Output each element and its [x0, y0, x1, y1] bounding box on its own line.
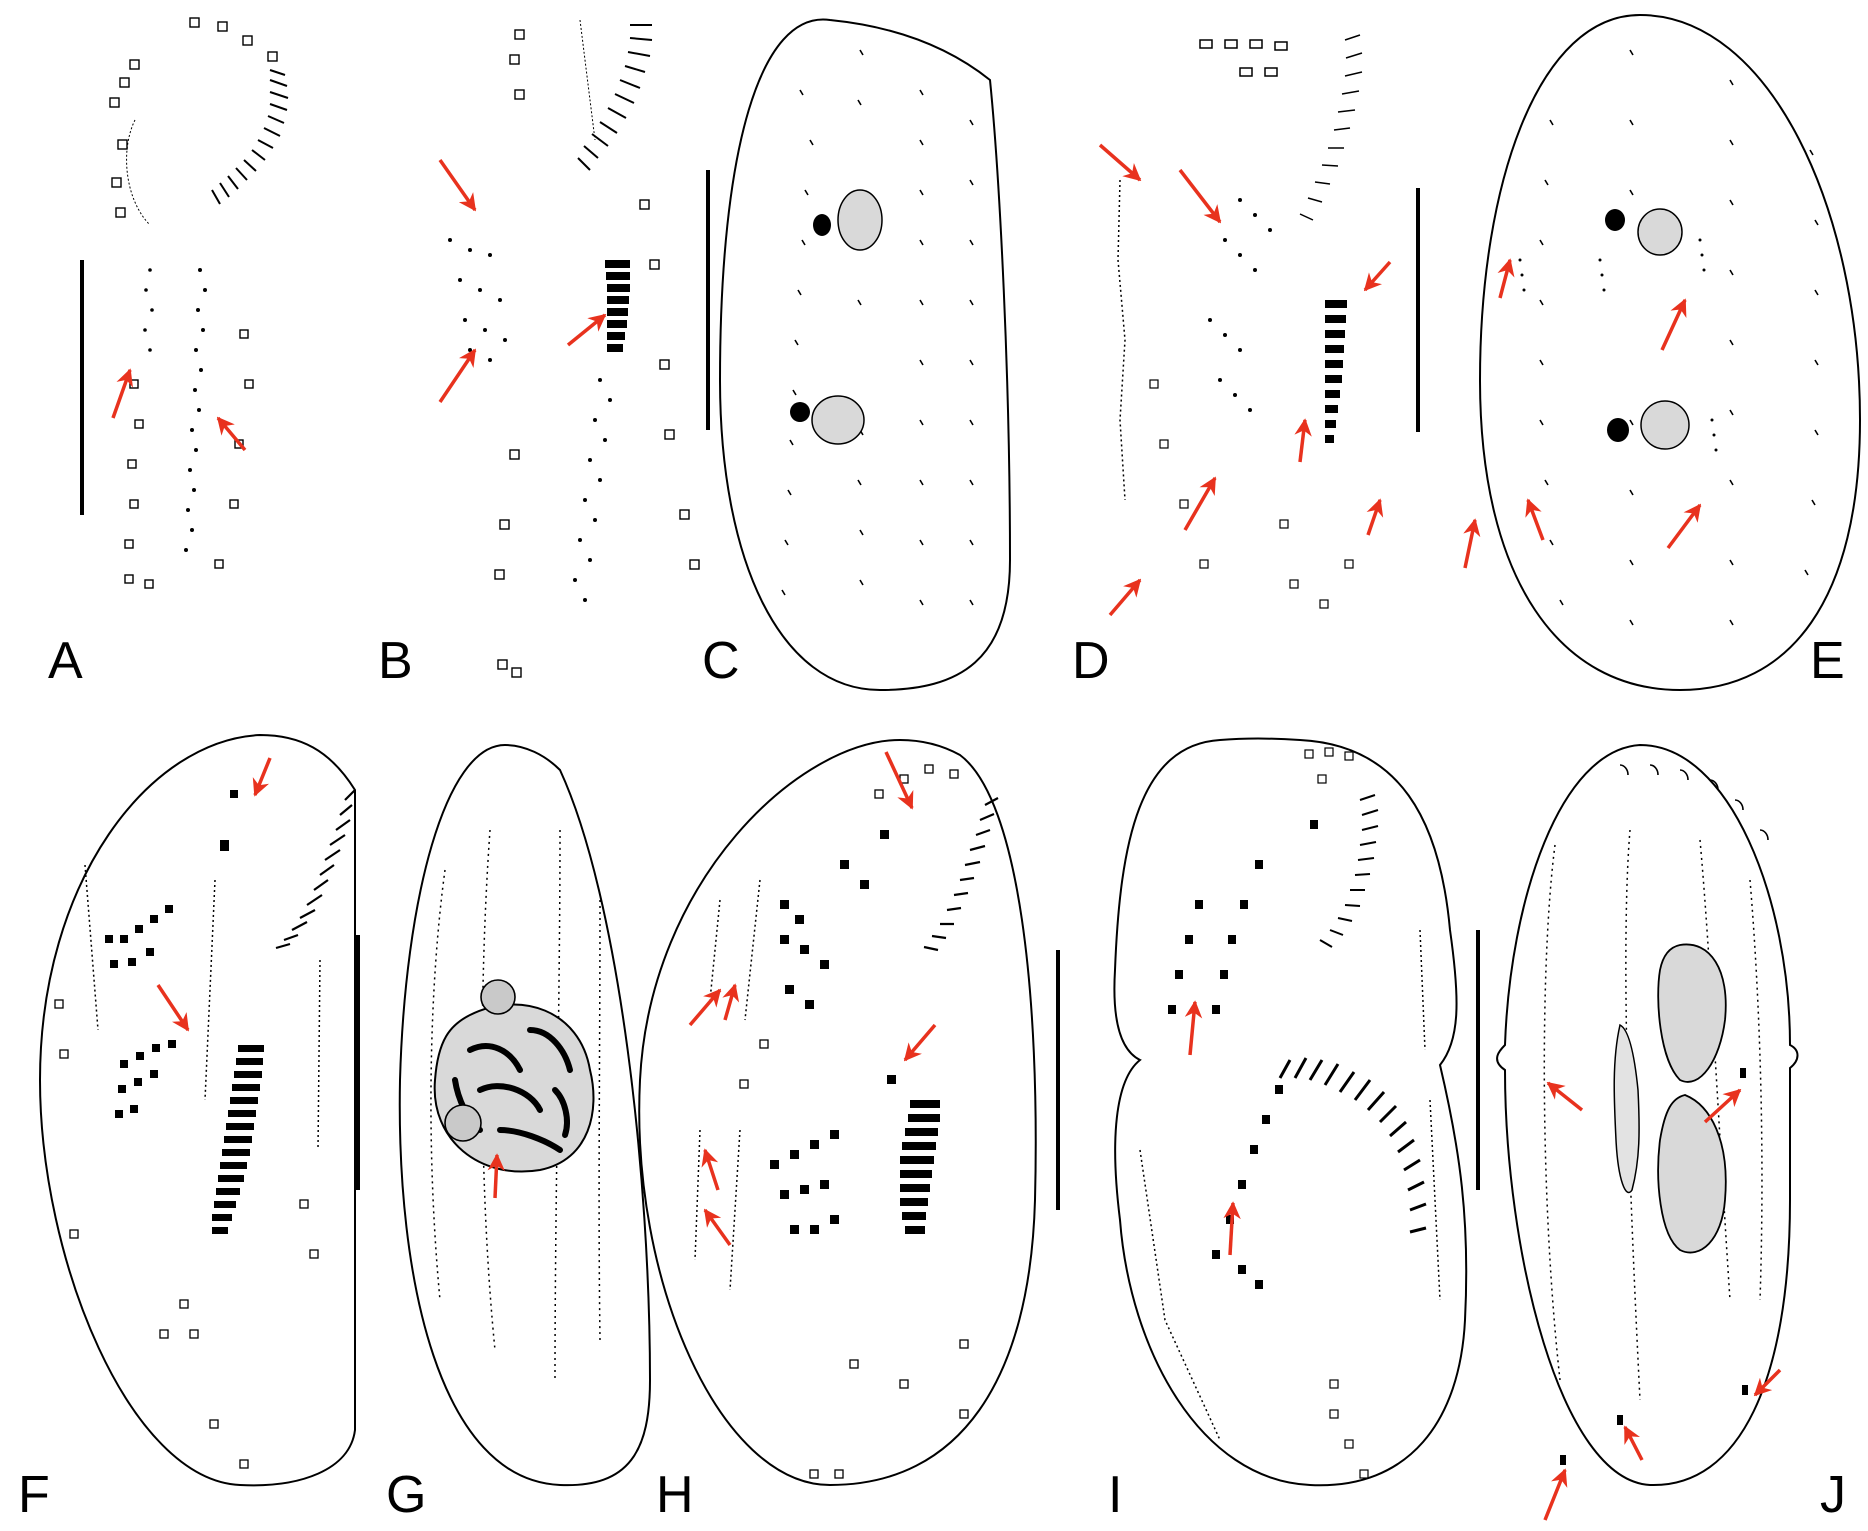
panel-label-j: J	[1820, 1466, 1846, 1524]
cirral-rows	[105, 790, 238, 1118]
arrowhead-icon	[688, 983, 937, 1247]
macronucleus	[811, 395, 865, 445]
panel-label-h: H	[656, 1466, 694, 1524]
cirral-rows	[770, 830, 896, 1234]
dorsal-kineties	[1539, 49, 1819, 626]
arrowhead-icon	[1098, 143, 1392, 617]
dividing-micronucleus	[1613, 1023, 1640, 1194]
buccal-cirri	[605, 260, 630, 352]
micronucleus	[790, 402, 810, 422]
panel-g: G	[386, 743, 652, 1524]
panel-b: B	[378, 19, 700, 690]
arrow-icon	[1184, 1000, 1241, 1256]
micronucleus	[1607, 418, 1629, 442]
panel-label-b: B	[378, 632, 413, 690]
arrowhead-icon	[1543, 1368, 1782, 1521]
arrowhead-icon	[566, 313, 607, 347]
cirral-rows	[1208, 198, 1272, 412]
cell-outline	[1496, 743, 1799, 1487]
panel-label-i: I	[1108, 1466, 1122, 1524]
dorsal-kineties	[1543, 829, 1763, 1401]
arrow-icon	[1463, 258, 1702, 569]
dorsal-kineties	[781, 49, 974, 606]
cell-outline	[1478, 13, 1862, 692]
panel-e: E	[1463, 13, 1862, 692]
panel-j: J	[1496, 743, 1846, 1524]
panel-label-a: A	[48, 632, 83, 690]
cell-outline	[398, 743, 652, 1487]
frontoventral-cirri	[143, 268, 207, 552]
buccal-cirri	[1278, 1057, 1427, 1234]
panel-label-d: D	[1072, 632, 1110, 690]
cirral-rows	[1168, 820, 1318, 1289]
arrowhead-icon	[216, 416, 247, 452]
micronucleus	[444, 1104, 482, 1142]
panel-i: I	[1108, 737, 1480, 1524]
cell-outline	[638, 738, 1037, 1487]
macronucleus	[1640, 400, 1690, 450]
micronucleus	[1605, 209, 1625, 231]
macronucleus	[1657, 943, 1727, 1083]
micronucleus	[813, 214, 831, 236]
panel-a: A	[48, 17, 289, 690]
buccal-cirri	[212, 1045, 264, 1234]
arrow-icon	[884, 751, 914, 810]
cell-outline	[718, 18, 1012, 692]
cell-outline	[1113, 737, 1468, 1487]
adoral-membranelles	[211, 69, 289, 205]
panel-label-g: G	[386, 1466, 426, 1524]
macronucleus	[1657, 1094, 1727, 1254]
arrow-icon	[156, 757, 272, 1032]
micronucleus	[480, 979, 516, 1015]
macronucleus	[837, 189, 883, 251]
arrow-icon	[1178, 168, 1312, 531]
panel-label-f: F	[18, 1466, 50, 1524]
arrow-icon	[487, 1153, 506, 1199]
panel-c: C	[702, 18, 1012, 692]
panel-f: F	[18, 733, 360, 1524]
cell-outline	[38, 733, 356, 1487]
arrow-icon	[438, 158, 477, 403]
arrow-icon	[1546, 1081, 1742, 1124]
panel-label-c: C	[702, 632, 740, 690]
arrow-icon	[111, 368, 133, 419]
macronucleus	[1637, 208, 1683, 256]
panel-label-e: E	[1810, 632, 1845, 690]
panel-h: H	[638, 738, 1060, 1524]
buccal-cirri	[900, 1100, 940, 1234]
cirral-rows	[448, 238, 507, 362]
panel-d: D	[1072, 34, 1420, 690]
buccal-cirri	[1325, 300, 1347, 443]
